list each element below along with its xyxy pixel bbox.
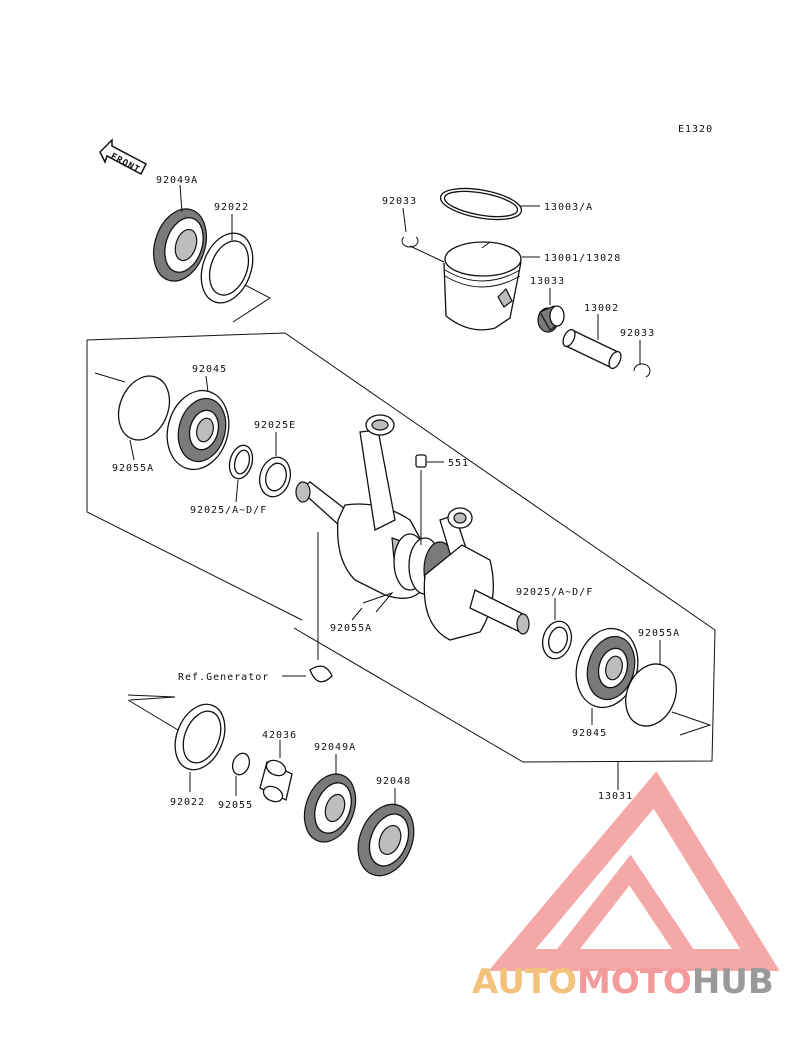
diagram-code: E1320: [678, 124, 713, 135]
label-92045-right: 92045: [572, 728, 607, 739]
o-ring-92055A-left: [117, 375, 171, 441]
label-ref-generator: Ref.Generator: [178, 672, 269, 683]
watermark-logo: [488, 771, 780, 971]
label-13001: 13001/13028: [544, 253, 621, 264]
piston-13001: [443, 241, 522, 331]
circlip-92033-left: [401, 236, 419, 248]
shim-92025-right: [541, 620, 573, 660]
piston-pin-13002: [562, 328, 622, 370]
label-92025E: 92025E: [254, 420, 296, 431]
front-arrow-icon: FRONT: [99, 138, 147, 176]
oil-seal-92022-top: [200, 232, 254, 304]
label-92055A-center: 92055A: [330, 623, 372, 634]
o-ring-92055A-right: [625, 663, 677, 727]
watermark-part-moto: MOTO: [576, 962, 692, 1002]
watermark-part-auto: AUTO: [472, 962, 577, 1002]
label-92025AF-left: 92025/A~D/F: [190, 505, 267, 516]
needle-bearing-13033: [537, 305, 565, 333]
collar-42036: [259, 759, 293, 803]
shim-92025E: [258, 456, 292, 498]
label-92045-left: 92045: [192, 364, 227, 375]
seal-92049A-bottom: [303, 773, 357, 843]
label-92049A-top: 92049A: [156, 175, 198, 186]
shim-92025-left: [228, 444, 254, 480]
label-13002: 13002: [584, 303, 619, 314]
seal-92048: [357, 803, 415, 877]
woodruff-key-icon: [309, 665, 333, 683]
label-92033-right: 92033: [620, 328, 655, 339]
label-92022-bottom: 92022: [170, 797, 205, 808]
bearing-92045-right: [575, 627, 639, 709]
label-13003A: 13003/A: [544, 202, 593, 213]
oil-seal-92022-bottom: [174, 703, 226, 771]
o-ring-92055: [231, 752, 251, 776]
seal-92049A-top: [153, 208, 207, 282]
label-92055A-right: 92055A: [638, 628, 680, 639]
label-42036: 42036: [262, 730, 297, 741]
label-92055A-left: 92055A: [112, 463, 154, 474]
label-92033-left: 92033: [382, 196, 417, 207]
watermark-text: AUTOMOTOHUB: [472, 962, 800, 1002]
label-13031: 13031: [598, 791, 633, 802]
bearing-92045-left: [166, 389, 230, 471]
label-92055: 92055: [218, 800, 253, 811]
label-13033: 13033: [530, 276, 565, 287]
label-92022-top: 92022: [214, 202, 249, 213]
dowel-pin-551: [415, 454, 427, 468]
crankshaft-13031: [295, 414, 530, 641]
label-92025AF-right: 92025/A~D/F: [516, 587, 593, 598]
watermark-part-hub: HUB: [691, 962, 774, 1002]
piston-ring-13003A: [439, 187, 523, 221]
label-551: 551: [448, 458, 469, 469]
circlip-92033-right: [633, 363, 651, 378]
label-92049A-bottom: 92049A: [314, 742, 356, 753]
assembly-outline: [86, 332, 716, 763]
label-92048: 92048: [376, 776, 411, 787]
